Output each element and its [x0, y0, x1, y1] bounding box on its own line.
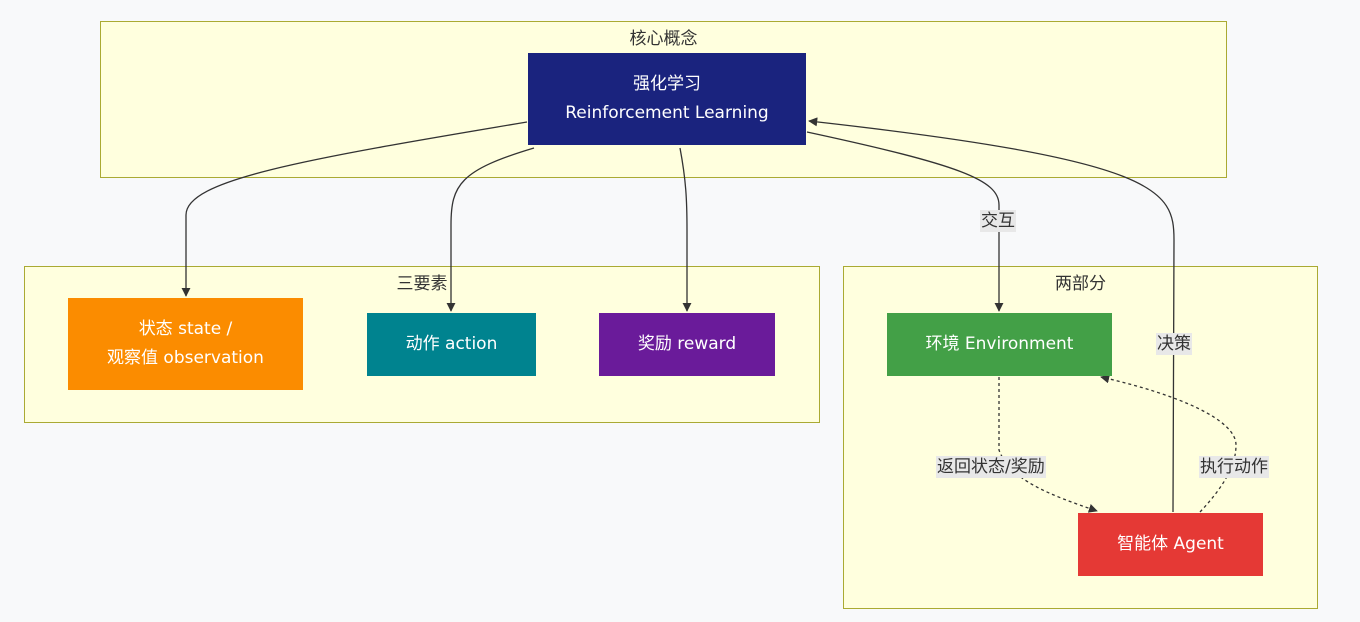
node-state-line1: 状态 state / — [138, 319, 233, 339]
edge-environment-to-agent — [998, 377, 1098, 513]
edge-rl-to-reward — [679, 147, 692, 312]
edge-agent-to-rl — [808, 117, 1175, 513]
edge-rl-to-state — [181, 121, 528, 297]
node-state-line2: 观察值 observation — [107, 348, 264, 368]
cluster-title-elements: 三要素 — [396, 274, 448, 294]
node-rl-line2: Reinforcement Learning — [565, 103, 769, 123]
node-reward-label: 奖励 reward — [637, 334, 737, 354]
node-environment: 环境 Environment — [887, 313, 1112, 376]
node-agent-label: 智能体 Agent — [1117, 534, 1224, 554]
node-rl-line1: 强化学习 — [633, 74, 701, 94]
node-reinforcement-learning: 强化学习 Reinforcement Learning — [528, 53, 806, 145]
edge-label-execute-action: 执行动作 — [1199, 456, 1269, 478]
node-environment-label: 环境 Environment — [925, 334, 1074, 354]
node-action: 动作 action — [367, 313, 536, 376]
node-action-label: 动作 action — [405, 334, 498, 354]
node-agent: 智能体 Agent — [1078, 513, 1263, 576]
cluster-title-core: 核心概念 — [629, 29, 698, 49]
edge-label-interact: 交互 — [980, 210, 1016, 232]
node-reward: 奖励 reward — [599, 313, 775, 376]
edge-rl-to-action — [446, 147, 535, 312]
edge-label-decide: 决策 — [1156, 333, 1192, 355]
edge-label-return-state: 返回状态/奖励 — [936, 456, 1046, 478]
edge-agent-to-environment — [1100, 374, 1237, 513]
node-state: 状态 state / 观察值 observation — [68, 298, 303, 390]
cluster-title-parts: 两部分 — [1055, 274, 1106, 294]
edge-rl-to-environment — [806, 131, 1004, 312]
